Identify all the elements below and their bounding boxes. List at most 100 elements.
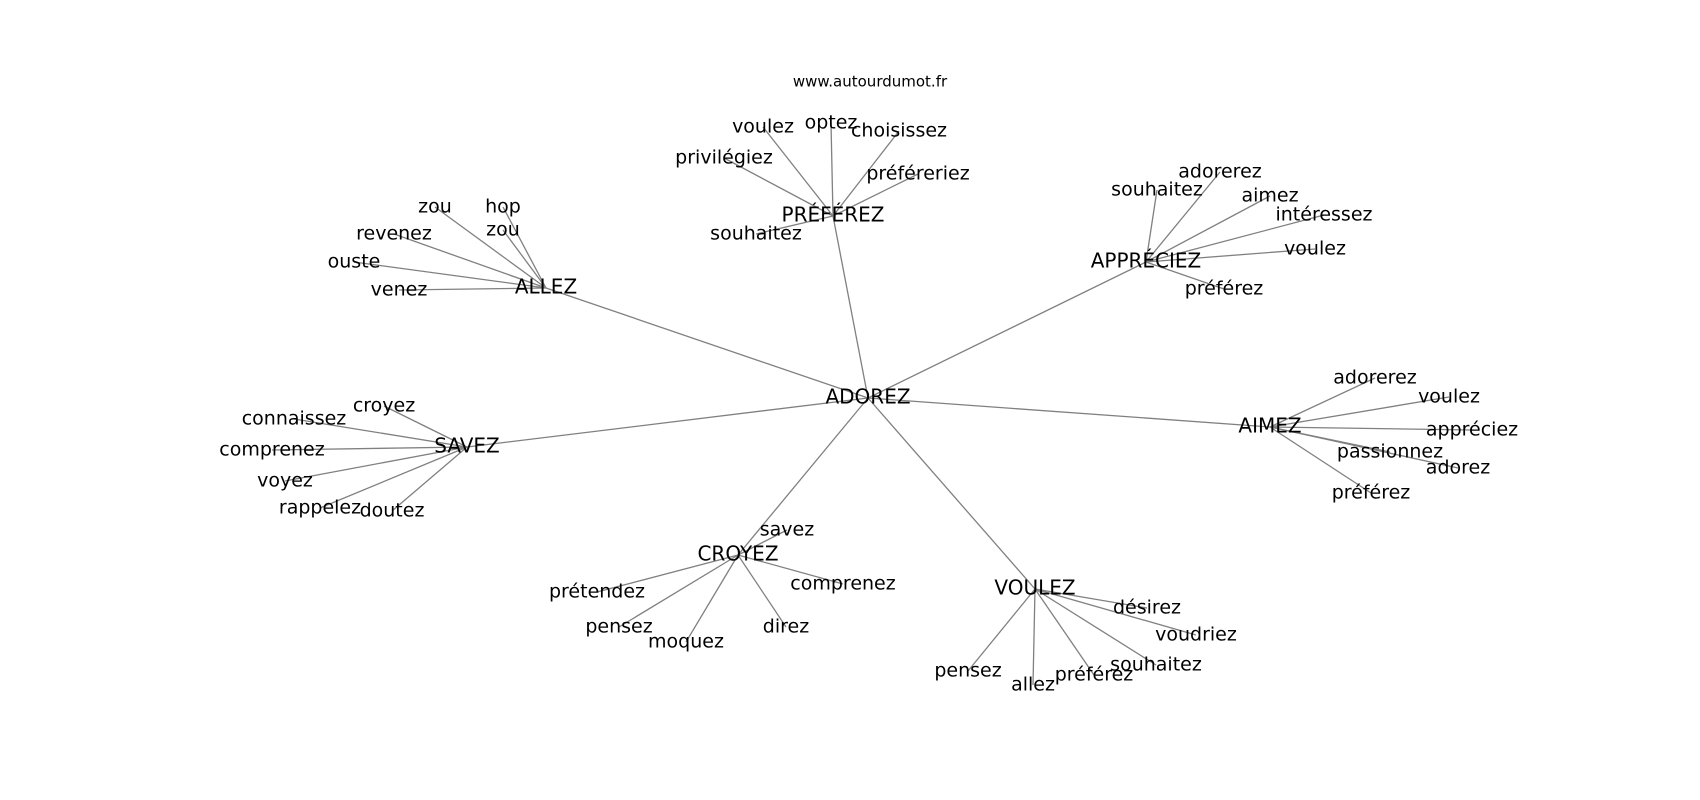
leaf-label-voulez-2: souhaitez: [1110, 654, 1202, 676]
leaf-label-allez-4: ouste: [328, 251, 381, 273]
leaf-label-croyez-2: comprenez: [790, 573, 895, 595]
edge-croyez-leaf-5: [737, 554, 787, 628]
edge-aimez-leaf-4: [1269, 426, 1459, 469]
hub-label-croyez: CROYEZ: [697, 542, 778, 566]
leaf-label-appreciez-4: voulez: [1284, 238, 1346, 260]
edge-aimez-leaf-2: [1269, 426, 1473, 431]
edge-voulez-leaf-4: [1032, 588, 1036, 686]
leaf-label-appreciez-1: adorerez: [1178, 161, 1261, 183]
leaf-label-preferez-3: privilégiez: [675, 147, 773, 169]
edge-allez-leaf-3: [393, 233, 547, 289]
leaf-label-preferez-1: optez: [805, 112, 858, 134]
center-node-label: ADOREZ: [825, 385, 910, 409]
leaf-label-allez-5: venez: [371, 279, 428, 301]
hub-label-voulez: VOULEZ: [994, 576, 1075, 600]
edge-voulez-leaf-2: [1034, 588, 1157, 666]
leaf-label-voulez-1: voudriez: [1155, 624, 1237, 646]
graph-labels: www.autourdumot.fr voulez optezchoisissez…: [219, 73, 1518, 696]
leaf-label-appreciez-3: intéressez: [1275, 204, 1372, 226]
edge-croyez-leaf-0: [737, 529, 788, 556]
leaf-label-appreciez-2: aimez: [1241, 185, 1298, 207]
edge-savez-leaf-4: [319, 446, 468, 509]
leaf-label-allez-3: revenez: [356, 223, 432, 245]
edge-croyez-leaf-2: [737, 554, 844, 585]
leaf-label-appreciez-5: préférez: [1185, 278, 1264, 300]
leaf-label-allez-2: zou: [486, 219, 520, 241]
leaf-label-voulez-5: pensez: [934, 660, 1001, 682]
leaf-label-aimez-4: adorez: [1426, 457, 1490, 479]
leaf-label-croyez-4: moquez: [648, 631, 724, 653]
edge-voulez-leaf-5: [967, 588, 1036, 672]
hub-label-appreciez: APPRÉCIEZ: [1091, 249, 1202, 273]
edge-appreciez-leaf-2: [1145, 195, 1271, 263]
leaf-label-savez-3: voyez: [257, 470, 313, 492]
edge-savez-leaf-3: [284, 446, 468, 482]
leaf-label-savez-2: comprenez: [219, 439, 324, 461]
hub-label-savez: SAVEZ: [434, 434, 500, 458]
edge-center-preferez: [832, 215, 869, 399]
edge-allez-leaf-1: [502, 206, 547, 289]
edge-preferez-leaf-3: [723, 157, 834, 217]
site-watermark: www.autourdumot.fr: [793, 73, 948, 91]
edge-voulez-leaf-1: [1034, 588, 1197, 636]
leaf-label-aimez-0: adorerez: [1333, 367, 1416, 389]
hub-label-aimez: AIMEZ: [1238, 414, 1301, 438]
leaf-label-appreciez-0: souhaitez: [1111, 179, 1203, 201]
edge-savez-leaf-5: [391, 446, 468, 512]
leaf-label-allez-0: zou: [418, 196, 452, 218]
edge-center-croyez: [737, 397, 869, 556]
leaf-label-voulez-0: désirez: [1113, 597, 1181, 619]
edge-voulez-leaf-0: [1034, 588, 1148, 609]
edge-center-aimez: [867, 397, 1271, 428]
edge-preferez-leaf-5: [755, 215, 834, 235]
leaf-label-savez-1: connaissez: [242, 408, 347, 430]
graph-edges: [271, 122, 1473, 686]
edge-appreciez-leaf-0: [1145, 189, 1158, 263]
leaf-label-preferez-2: choisissez: [851, 120, 947, 142]
edge-allez-leaf-2: [502, 229, 547, 289]
edge-preferez-leaf-4: [832, 173, 919, 217]
leaf-label-aimez-2: appréciez: [1426, 419, 1518, 441]
edge-allez-leaf-5: [398, 287, 547, 291]
edge-appreciez-leaf-1: [1145, 171, 1221, 263]
edge-savez-leaf-2: [271, 446, 468, 451]
leaf-label-aimez-3: passionnez: [1337, 441, 1443, 463]
leaf-label-savez-5: doutez: [360, 500, 425, 522]
edge-voulez-leaf-3: [1034, 588, 1095, 676]
leaf-label-aimez-1: voulez: [1418, 386, 1480, 408]
leaf-label-preferez-0: voulez: [732, 116, 794, 138]
edge-croyez-leaf-1: [596, 554, 739, 593]
edge-allez-leaf-4: [353, 261, 547, 289]
edge-aimez-leaf-5: [1269, 426, 1372, 494]
hub-label-allez: ALLEZ: [515, 275, 577, 299]
leaf-label-voulez-3: préférez: [1055, 664, 1134, 686]
leaf-label-preferez-4: préféreriez: [866, 163, 969, 185]
leaf-label-preferez-5: souhaitez: [710, 223, 802, 245]
edge-preferez-leaf-2: [832, 130, 900, 217]
edge-center-allez: [545, 287, 869, 399]
edge-appreciez-leaf-4: [1145, 248, 1316, 263]
edge-appreciez-leaf-3: [1145, 214, 1325, 263]
edge-croyez-leaf-3: [618, 554, 739, 628]
edge-center-savez: [466, 397, 869, 448]
leaf-label-croyez-0: savez: [760, 519, 814, 541]
leaf-label-savez-4: rappelez: [279, 497, 361, 519]
edge-appreciez-leaf-5: [1145, 261, 1225, 290]
leaf-label-croyez-3: pensez: [585, 616, 652, 638]
edge-preferez-leaf-0: [762, 126, 834, 217]
edge-aimez-leaf-1: [1269, 396, 1450, 428]
edge-savez-leaf-0: [383, 405, 468, 448]
leaf-label-aimez-5: préférez: [1332, 482, 1411, 504]
leaf-label-savez-0: croyez: [353, 395, 415, 417]
edge-croyez-leaf-4: [685, 554, 739, 643]
edge-center-voulez: [867, 397, 1036, 590]
edge-center-appreciez: [867, 261, 1147, 399]
leaf-label-croyez-1: prétendez: [549, 581, 645, 603]
leaf-label-croyez-5: direz: [763, 616, 809, 638]
edge-allez-leaf-0: [434, 206, 547, 289]
leaf-label-allez-1: hop: [485, 196, 521, 218]
edge-savez-leaf-1: [293, 418, 468, 448]
edge-preferez-leaf-1: [830, 122, 834, 217]
hub-label-preferez: PRÉFÉREZ: [782, 203, 885, 227]
